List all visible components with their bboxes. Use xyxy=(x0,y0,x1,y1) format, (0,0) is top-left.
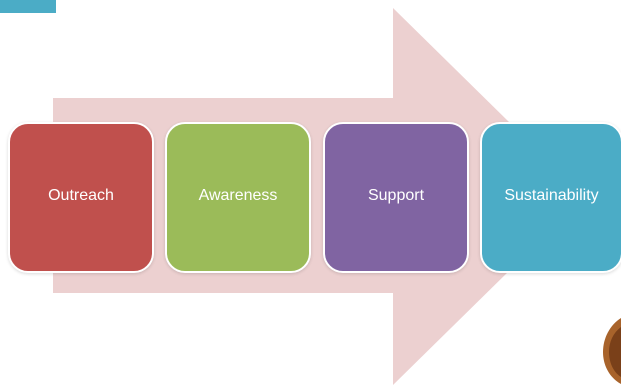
step-label: Sustainability xyxy=(504,186,599,204)
step-label: Outreach xyxy=(48,186,114,204)
step-label: Awareness xyxy=(198,186,278,204)
corner-accent-tab xyxy=(0,0,56,13)
step-label: Support xyxy=(367,186,425,204)
step-outreach: Outreach xyxy=(8,122,154,273)
step-sustainability: Sustainability xyxy=(480,122,621,273)
step-support: Support xyxy=(323,122,469,273)
step-awareness: Awareness xyxy=(165,122,311,273)
